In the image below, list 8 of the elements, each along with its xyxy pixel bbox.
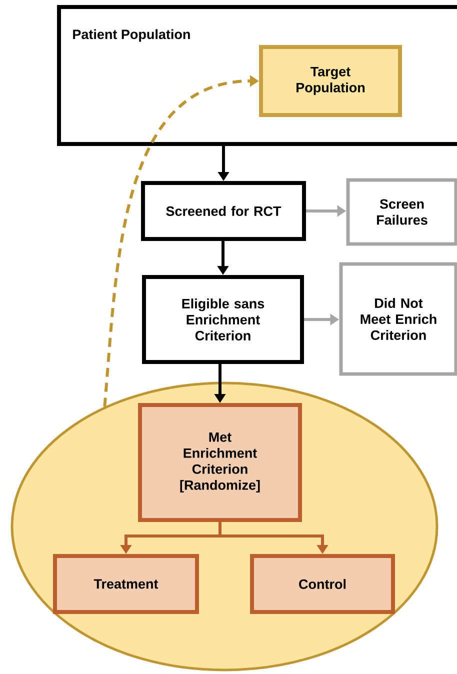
exclusion-box: Screen Failures (346, 178, 457, 246)
process-box: Screened for RCT (141, 181, 306, 241)
target-box: Target Population (259, 45, 402, 117)
randomize-box: Met Enrichment Criterion [Randomize] (138, 403, 302, 522)
arm-box: Treatment (53, 554, 199, 614)
exclusion-box: Did Not Meet Enrich Criterion (339, 262, 457, 376)
arm-box: Control (250, 554, 395, 614)
process-box: Eligible sans Enrichment Criterion (142, 275, 304, 364)
